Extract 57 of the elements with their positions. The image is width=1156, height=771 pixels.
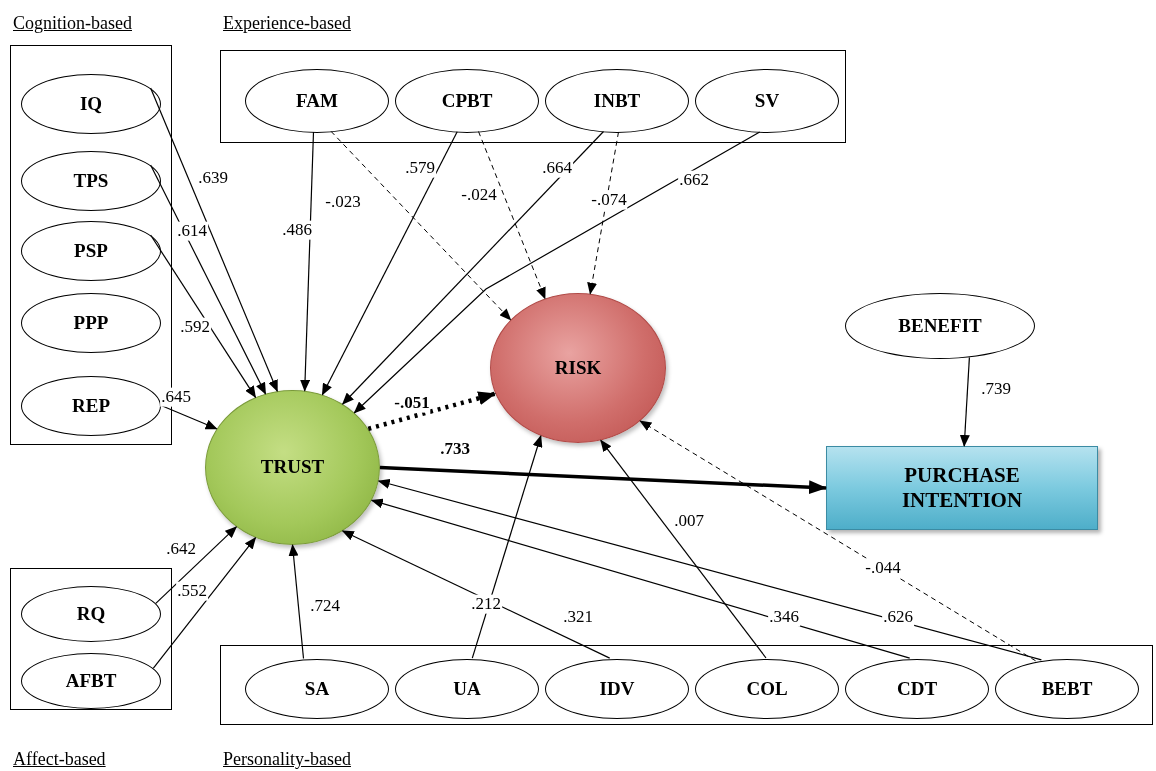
arrow xyxy=(321,131,458,396)
variable-label: PURCHASE INTENTION xyxy=(900,462,1024,514)
arrow xyxy=(587,131,619,295)
variable-label: PPP xyxy=(73,311,109,335)
arrow xyxy=(300,131,315,392)
arrow xyxy=(330,130,512,321)
variable-label: FAM xyxy=(296,89,338,113)
variable-label: SA xyxy=(304,677,330,701)
group-heading: Personality-based xyxy=(223,749,351,770)
arrow xyxy=(155,526,237,604)
arrow xyxy=(367,391,497,431)
arrow xyxy=(288,544,305,660)
variable-label: COL xyxy=(746,677,788,701)
arrow xyxy=(959,356,970,447)
arrow xyxy=(478,131,546,300)
variable-label: BEBT xyxy=(1041,677,1093,701)
variable-label: IDV xyxy=(599,677,635,701)
arrow xyxy=(370,498,911,659)
arrow xyxy=(353,131,761,414)
variable-ellipse xyxy=(21,586,161,642)
arrow xyxy=(379,465,827,495)
variable-label: TRUST xyxy=(260,456,325,479)
variable-label: CPBT xyxy=(441,89,493,113)
variable-label: UA xyxy=(453,677,481,701)
edge-label: -.044 xyxy=(864,558,902,578)
edge-label: .552 xyxy=(176,581,208,601)
arrow xyxy=(150,87,278,393)
variable-ellipse xyxy=(21,74,161,134)
arrow xyxy=(150,234,257,399)
variable-ellipse xyxy=(21,653,161,709)
variable-label: SV xyxy=(754,89,780,113)
variable-label: RISK xyxy=(554,356,602,380)
edge-label: .614 xyxy=(176,221,208,241)
variable-label: RQ xyxy=(76,602,106,626)
arrow xyxy=(152,536,257,669)
variable-label: BENEFIT xyxy=(898,314,982,338)
variable-label: INBT xyxy=(593,89,641,113)
group-heading: Affect-based xyxy=(13,749,106,770)
variable-label: AFBT xyxy=(65,669,117,693)
trust-circle xyxy=(205,390,380,545)
group-heading: Cognition-based xyxy=(13,13,132,34)
edge-label: .645 xyxy=(160,387,192,407)
edge-label: .486 xyxy=(281,220,313,240)
variable-label: CDT xyxy=(896,677,938,701)
arrow xyxy=(377,479,1042,661)
variable-label: REP xyxy=(72,394,110,418)
edge-label: .212 xyxy=(470,594,502,614)
variable-label: PSP xyxy=(74,239,108,263)
arrow xyxy=(471,435,543,659)
arrow xyxy=(342,130,605,405)
variable-label: IQ xyxy=(79,92,103,116)
arrow xyxy=(639,420,1037,662)
variable-label: TPS xyxy=(73,169,109,193)
arrow xyxy=(150,164,267,395)
outcome-box xyxy=(826,446,1098,530)
group-heading: Experience-based xyxy=(223,13,351,34)
arrow xyxy=(341,530,611,659)
